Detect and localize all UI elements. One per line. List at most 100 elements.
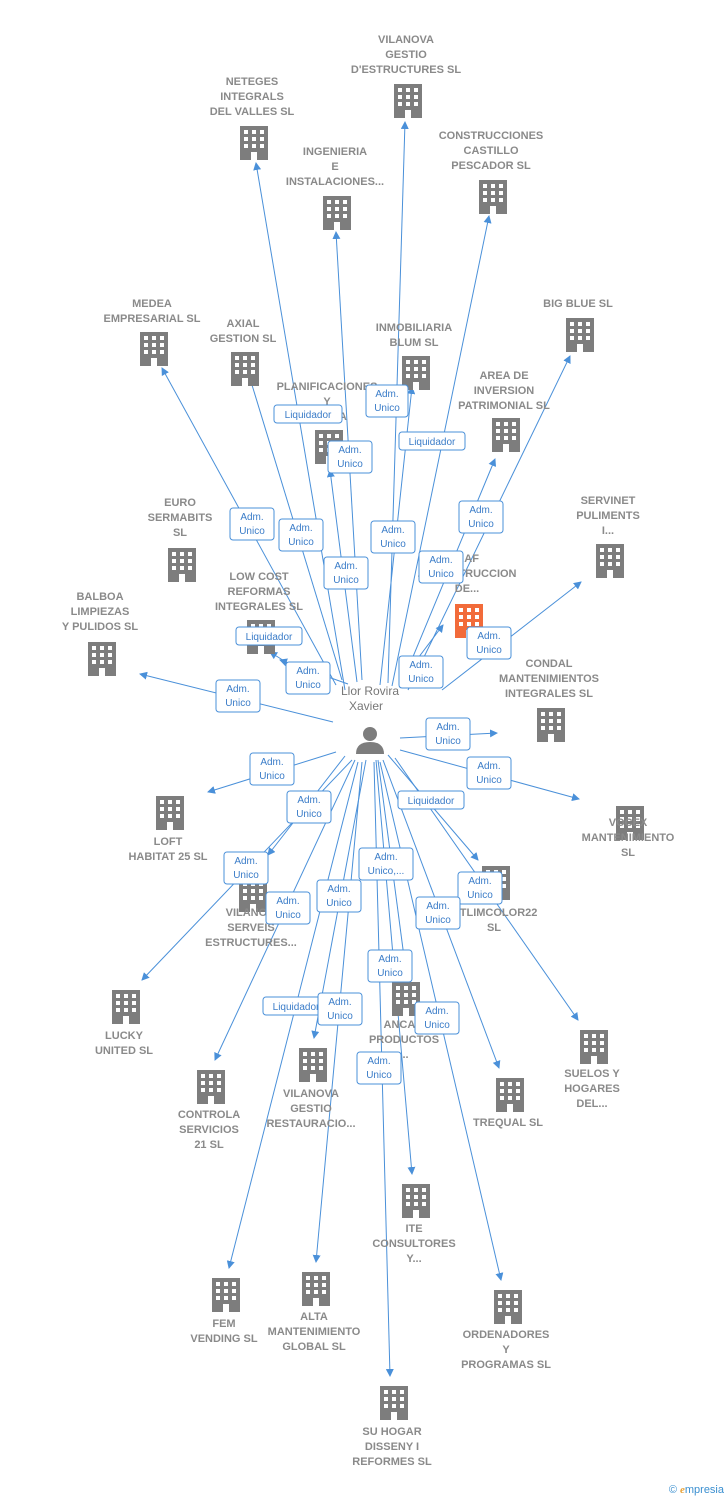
building-icon <box>140 332 168 366</box>
company-label-line: MANTENIMIENTO <box>268 1326 361 1338</box>
relation-badge-box <box>414 1001 460 1035</box>
relation-badge-su-hogar-disseny[interactable]: Adm.Unico <box>356 1051 402 1085</box>
person-node[interactable]: Llor Rovira Xavier <box>341 684 399 754</box>
building-icon <box>156 796 184 830</box>
relation-badge-ordenadores-programas[interactable]: Adm.Unico <box>317 992 363 1026</box>
relation-badge-box <box>398 431 466 451</box>
company-node-trequal[interactable]: TREQUAL SL <box>473 1078 543 1129</box>
relation-badge-text: Adm. <box>226 684 249 695</box>
relation-badge-loft-habitat[interactable]: Adm.Unico <box>249 752 295 786</box>
relation-badge-text: Adm. <box>426 901 449 912</box>
company-node-ingenieria-instalaciones[interactable]: INGENIERIAEINSTALACIONES... <box>286 146 384 230</box>
company-label-line: ...TLIMCOLOR22 <box>451 907 538 919</box>
company-label-line: BIG BLUE SL <box>543 298 613 310</box>
relation-badge-text: Unico <box>374 403 400 414</box>
building-icon <box>580 1030 608 1064</box>
company-label-line: PRODUCTOS <box>369 1034 439 1046</box>
relation-badge-neteges-integrals[interactable]: Liquidador <box>273 404 343 424</box>
relation-badge-text: Unico <box>467 890 493 901</box>
company-label-line: PATRIMONIAL SL <box>458 400 550 412</box>
relation-badge-servinet-puliments[interactable]: Adm.Unico <box>466 626 512 660</box>
relation-badge-area-inversion[interactable]: Adm.Unico <box>418 550 464 584</box>
company-label-line: LOFT <box>154 836 183 848</box>
relation-badge-anca-productos[interactable]: Adm.Unico <box>367 949 413 983</box>
company-label-line: INTEGRALS <box>220 91 284 103</box>
relation-badge-box <box>286 790 332 824</box>
copyright-symbol: © <box>668 1484 677 1496</box>
company-label-line: E <box>331 161 338 173</box>
company-label-line: VENDING SL <box>190 1333 258 1345</box>
company-node-vilanova-serveis[interactable]: VILANO...SERVEISESTRUCTURES... <box>205 878 297 949</box>
building-icon <box>402 1184 430 1218</box>
relation-badge-low-cost-reformas[interactable]: Liquidador <box>235 626 303 646</box>
company-label-line: LOW COST <box>229 571 289 583</box>
relation-badge-text: Unico <box>233 870 259 881</box>
relation-badge-box <box>278 518 324 552</box>
relation-badge-lucky-united[interactable]: Adm.Unico <box>223 851 269 885</box>
relation-badge-fem-vending[interactable]: Adm.Unico <box>316 879 362 913</box>
company-label-line: CASTILLO <box>464 145 519 157</box>
relation-badge-af-construccion[interactable]: Adm.Unico <box>398 655 444 689</box>
relation-badge-balboa-limpiezas[interactable]: Adm.Unico <box>215 679 261 713</box>
relation-badge-trequal[interactable]: Adm.Unico <box>415 896 461 930</box>
relation-badge-vilanova-serveis[interactable]: Adm.Unico <box>286 790 332 824</box>
relation-badge-inmobiliaria-blum[interactable]: Adm.Unico <box>370 520 416 554</box>
relation-badge-vocex-mantenimiento[interactable]: Adm.Unico <box>466 756 512 790</box>
relation-badge-vilanova-gestio-restauracio[interactable]: Adm.Unico,... <box>358 847 414 881</box>
relation-badge-text: Unico <box>259 771 285 782</box>
building-icon <box>197 1070 225 1104</box>
company-node-ite-consultores[interactable]: ITECONSULTORESY... <box>372 1184 456 1265</box>
relation-badge-vilanova-gestio-estructures[interactable]: Adm.Unico <box>365 384 409 418</box>
company-node-servinet-puliments[interactable]: SERVINETPULIMENTSI... <box>576 495 640 578</box>
empresia-brand-text: mpresia <box>684 1484 724 1496</box>
relation-badge-box <box>323 556 369 590</box>
relation-badge-medea-empresarial[interactable]: Adm.Unico <box>229 507 275 541</box>
relation-badge-ingenieria-instalaciones[interactable]: Adm.Unico <box>327 440 373 474</box>
relation-badge-planificaciones[interactable]: Adm.Unico <box>323 556 369 590</box>
relation-badge-ite-consultores[interactable]: Adm.Unico <box>414 1001 460 1035</box>
company-label-line: GESTION SL <box>210 333 277 345</box>
company-node-vilanova-gestio-restauracio[interactable]: VILANOVAGESTIORESTAURACIO... <box>266 1048 356 1130</box>
company-label-line: REFORMAS <box>228 586 291 598</box>
relation-badge-text: Adm. <box>374 852 397 863</box>
company-label-line: NETEGES <box>226 76 279 88</box>
company-node-big-blue[interactable]: BIG BLUE SL <box>543 298 613 352</box>
building-icon <box>496 1078 524 1112</box>
relation-badge-construcciones-castillo[interactable]: Liquidador <box>398 431 466 451</box>
building-icon <box>596 544 624 578</box>
building-icon <box>112 990 140 1024</box>
relation-badge-tlimcolor22[interactable]: Liquidador <box>397 790 465 810</box>
relation-badge-suelos-hogares[interactable]: Adm.Unico <box>457 871 503 905</box>
relation-badge-axial-gestion[interactable]: Adm.Unico <box>278 518 324 552</box>
relation-badge-box <box>223 851 269 885</box>
company-node-anca-productos[interactable]: ANCA...PRODUCTOS... <box>369 982 439 1061</box>
building-icon <box>323 196 351 230</box>
relation-badge-condal-mantenimientos[interactable]: Adm.Unico <box>425 717 471 751</box>
company-label-line: SL <box>173 527 187 539</box>
relation-badge-controla-servicios[interactable]: Adm.Unico <box>265 891 311 925</box>
relation-badge-big-blue[interactable]: Adm.Unico <box>458 500 504 534</box>
company-node-suelos-hogares[interactable]: SUELOS YHOGARESDEL... <box>564 1030 620 1110</box>
relation-badge-euro-sermabits[interactable]: Adm.Unico <box>285 661 331 695</box>
company-label-line: EURO <box>164 497 196 509</box>
